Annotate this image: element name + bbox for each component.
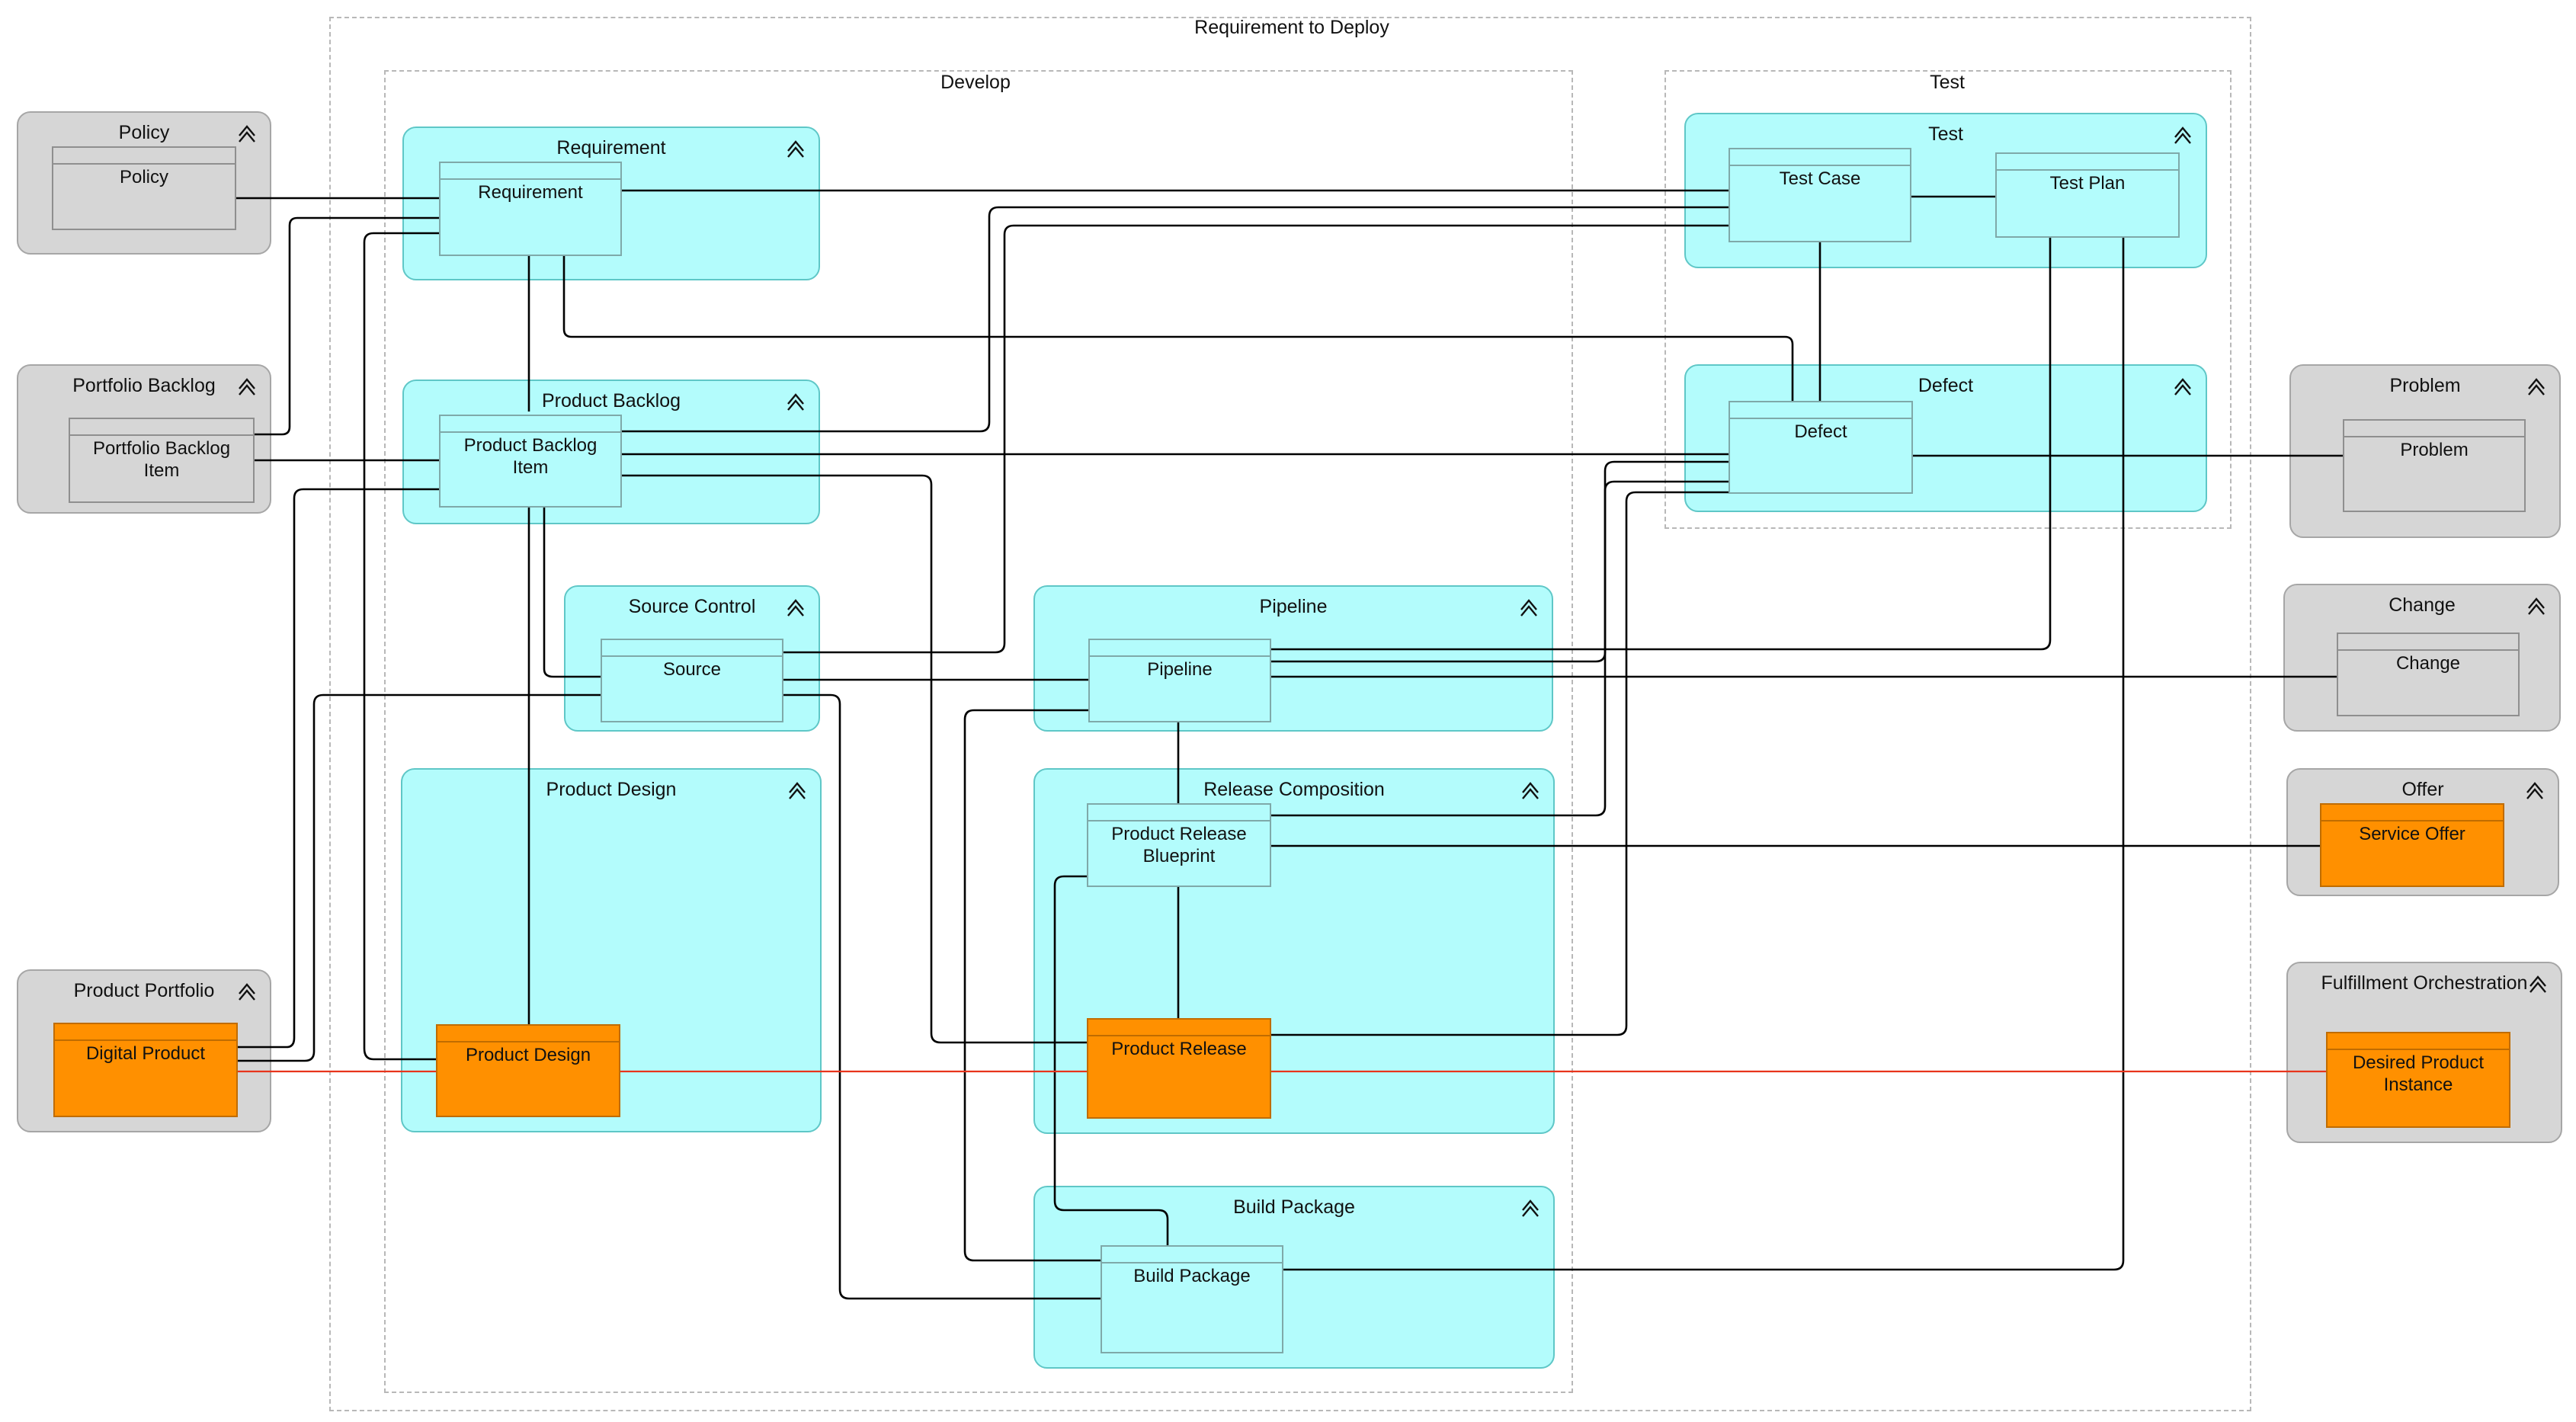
test-plan-entity[interactable]: Test Plan (1995, 152, 2180, 238)
link-backlog-source (543, 506, 601, 678)
collapse-icon[interactable] (2524, 593, 2549, 617)
collapse-icon[interactable] (2523, 777, 2547, 802)
link-backlog-testcase (620, 206, 1729, 433)
collapse-icon[interactable] (235, 120, 259, 145)
product-design-entity[interactable]: Product Design (436, 1024, 620, 1117)
defect-group-title: Defect (1918, 375, 1974, 396)
problem-label: Problem (2400, 440, 2469, 460)
link-pipeline-build (963, 709, 1101, 1262)
collapse-icon[interactable] (235, 978, 259, 1003)
defect-entity[interactable]: Defect (1729, 401, 1913, 494)
digital-product-entity[interactable]: Digital Product (53, 1023, 238, 1117)
build-package-label: Build Package (1133, 1266, 1251, 1286)
product-design-label: Product Design (465, 1045, 591, 1065)
test-case-label: Test Case (1779, 168, 1861, 189)
desired-product-instance-label: Desired Product Instance (2352, 1052, 2485, 1095)
service-offer-entity[interactable]: Service Offer (2320, 803, 2504, 887)
product-design-group-title: Product Design (546, 779, 677, 800)
product-release-blueprint-entity[interactable]: Product Release Blueprint (1087, 803, 1271, 887)
requirement-group-title: Requirement (556, 137, 666, 159)
fulfillment-orchestration-group-title: Fulfillment Orchestration (2321, 972, 2528, 994)
link-blueprint-defect (1270, 480, 1729, 817)
digital-product-label: Digital Product (85, 1043, 206, 1064)
pipeline-group-title: Pipeline (1259, 596, 1328, 617)
link-release-defect (1270, 491, 1729, 1036)
collapse-icon[interactable] (2171, 373, 2195, 398)
offer-group-title: Offer (2401, 779, 2444, 800)
link-digital-source (238, 693, 601, 1062)
product-portfolio-group-title: Product Portfolio (73, 980, 215, 1001)
change-entity[interactable]: Change (2337, 633, 2520, 716)
policy-entity[interactable]: Policy (52, 146, 236, 230)
link-backlog-release (620, 474, 1087, 1044)
portfolio-backlog-item-label: Portfolio Backlog Item (92, 438, 231, 481)
source-label: Source (662, 659, 722, 680)
test-boundary-title: Test (1930, 72, 1965, 93)
policy-group-title: Policy (118, 122, 170, 143)
defect-label: Defect (1794, 421, 1847, 442)
collapse-icon[interactable] (2171, 122, 2195, 146)
product-release-entity[interactable]: Product Release (1087, 1018, 1271, 1119)
collapse-icon[interactable] (1518, 777, 1543, 802)
source-entity[interactable]: Source (601, 639, 783, 722)
collapse-icon[interactable] (783, 389, 808, 413)
pipeline-entity[interactable]: Pipeline (1088, 639, 1271, 722)
link-portfolio-loop (238, 488, 439, 1049)
pipeline-label: Pipeline (1147, 659, 1213, 680)
requirement-to-deploy-boundary (329, 17, 2251, 1411)
service-offer-label: Service Offer (2359, 824, 2465, 844)
build-package-entity[interactable]: Build Package (1101, 1245, 1283, 1353)
develop-title: Develop (940, 72, 1011, 93)
requirement-to-deploy-title: Requirement to Deploy (1194, 17, 1389, 38)
desired-product-instance-entity[interactable]: Desired Product Instance (2326, 1032, 2510, 1128)
change-label: Change (2395, 653, 2461, 674)
build-package-group-title: Build Package (1233, 1196, 1355, 1218)
collapse-icon[interactable] (1518, 1195, 1543, 1219)
problem-group-title: Problem (2389, 375, 2461, 396)
test-case-entity[interactable]: Test Case (1729, 148, 1911, 242)
link-blueprint-build (1053, 875, 1169, 1245)
test-boundary (1664, 70, 2232, 529)
collapse-icon[interactable] (2524, 373, 2549, 398)
change-group-title: Change (2389, 594, 2456, 616)
product-backlog-item-label: Product Backlog Item (463, 435, 598, 478)
develop-boundary (384, 70, 1573, 1393)
collapse-icon[interactable] (783, 136, 808, 160)
link-source-build (782, 693, 1101, 1300)
link-source-testcase (782, 224, 1729, 654)
link-requirement-defect (562, 253, 1794, 401)
test-plan-label: Test Plan (2049, 173, 2126, 194)
link-pipeline-testplan (1270, 236, 2052, 651)
policy-entity-label: Policy (119, 167, 169, 187)
problem-entity[interactable]: Problem (2343, 419, 2526, 512)
collapse-icon[interactable] (785, 777, 809, 802)
collapse-icon[interactable] (235, 373, 259, 398)
requirement-entity[interactable]: Requirement (439, 162, 622, 256)
test-group-title: Test (1928, 123, 1963, 145)
product-release-label: Product Release (1111, 1039, 1247, 1059)
collapse-icon[interactable] (783, 594, 808, 619)
product-release-blueprint-label: Product Release Blueprint (1111, 824, 1247, 866)
product-backlog-item-entity[interactable]: Product Backlog Item (439, 415, 622, 508)
product-backlog-group-title: Product Backlog (541, 390, 681, 412)
link-req-designbus (363, 232, 439, 1061)
portfolio-backlog-item-entity[interactable]: Portfolio Backlog Item (69, 418, 255, 503)
portfolio-backlog-group-title: Portfolio Backlog (72, 375, 216, 396)
collapse-icon[interactable] (2526, 971, 2550, 995)
collapse-icon[interactable] (1517, 594, 1541, 619)
link-testplan-build (1280, 236, 2125, 1271)
link-portfolio-requirement (253, 216, 439, 436)
requirement-label: Requirement (478, 182, 583, 203)
release-composition-group-title: Release Composition (1203, 779, 1385, 800)
source-control-group-title: Source Control (628, 596, 756, 617)
